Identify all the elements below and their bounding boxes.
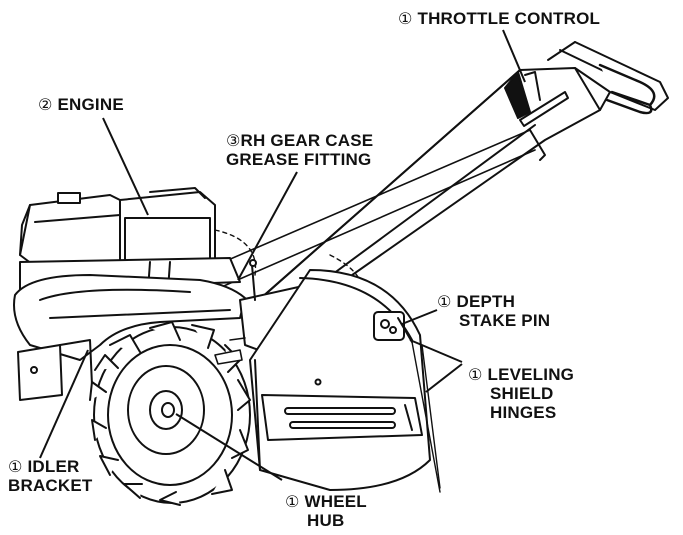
callout-wheel-hub: ① WHEEL HUB <box>285 492 367 530</box>
callout-text-line2: SHIELD <box>490 384 554 403</box>
tire <box>89 321 251 506</box>
callout-text-line2: STAKE PIN <box>459 311 551 330</box>
leader-depth-stake <box>401 309 438 325</box>
callout-text: THROTTLE CONTROL <box>417 9 601 28</box>
handlebar <box>547 41 669 115</box>
callout-number: ① <box>437 292 452 311</box>
callout-text-line3: HINGES <box>490 403 557 422</box>
callout-text-line1: DEPTH <box>456 292 516 311</box>
hardware <box>214 337 246 365</box>
callout-text-line2: GREASE FITTING <box>226 150 372 169</box>
callout-engine: ② ENGINE <box>38 95 124 114</box>
tine-hood <box>249 269 441 493</box>
callout-leveling-shield: ① LEVELING SHIELD HINGES <box>468 365 574 422</box>
callout-number: ① <box>285 492 300 511</box>
leader-leveling-shield-lower <box>425 363 463 393</box>
callout-number: ① <box>8 457 23 476</box>
callout-throttle-control: ① THROTTLE CONTROL <box>398 9 600 28</box>
callout-text-line1: LEVELING <box>487 365 575 384</box>
callout-number: ③ <box>226 131 241 150</box>
leader-engine <box>102 117 149 216</box>
leader-wheel-hub <box>175 413 283 481</box>
callout-text-line1: RH GEAR CASE <box>240 131 374 150</box>
callout-text-line2: BRACKET <box>8 476 93 495</box>
leader-gear-case <box>237 171 298 281</box>
throttle-control <box>504 71 546 161</box>
callout-depth-stake: ① DEPTH STAKE PIN <box>437 292 550 330</box>
callout-number: ① <box>398 9 413 28</box>
leader-lines <box>39 29 526 481</box>
leader-leveling-shield-upper <box>409 339 463 363</box>
callout-gear-case: ③RH GEAR CASE GREASE FITTING <box>226 131 373 169</box>
idler-bracket <box>17 339 93 401</box>
callout-text-line2: HUB <box>307 511 345 530</box>
fender <box>13 274 246 361</box>
leader-idler-bracket <box>39 349 89 459</box>
callout-number: ① <box>468 365 483 384</box>
callout-text-line1: IDLER <box>27 457 80 476</box>
leader-throttle-control <box>502 29 526 83</box>
callout-text-line1: WHEEL <box>304 492 367 511</box>
callout-number: ② <box>38 95 53 114</box>
callout-idler-bracket: ① IDLER BRACKET <box>8 457 93 495</box>
callout-text: ENGINE <box>57 95 124 114</box>
